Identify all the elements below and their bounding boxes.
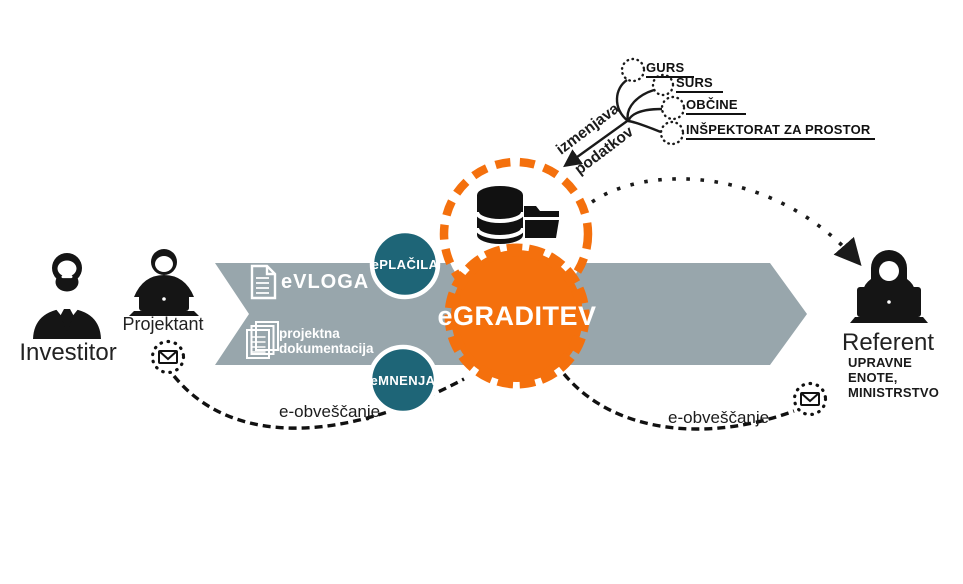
projektna-label-line2: dokumentacija (279, 341, 374, 356)
folder-icon (524, 206, 559, 238)
emnenja-circle (367, 344, 439, 416)
referent-sub-line2: MINISTRSTVO (848, 385, 940, 400)
referent-label: Referent (842, 329, 935, 356)
eplacila-circle (369, 228, 441, 300)
projektant-label: Projektant (122, 314, 204, 334)
projektant-laptop-icon (129, 249, 199, 316)
egraditev-label: eGRADITEV (437, 301, 597, 331)
evloga-label: eVLOGA (281, 271, 370, 293)
exchange-arrow (563, 118, 631, 168)
registry-node-icons (620, 57, 686, 146)
registry-label-surs: SURS (676, 75, 723, 93)
projektna-label-line1: projektna (279, 326, 340, 341)
documents-stack-icon (246, 321, 279, 359)
investitor-label: Investitor (19, 339, 117, 366)
notification-curve-right (562, 372, 795, 431)
eplacila-label: ePLAČILA (371, 257, 439, 272)
referent-sub-line1: UPRAVNE ENOTE, (848, 355, 913, 385)
document-icon (250, 264, 277, 300)
registry-node-surs (651, 73, 675, 97)
emnenja-label: eMNENJA (370, 373, 436, 388)
registry-label-inspektorat: INŠPEKTORAT ZA PROSTOR (686, 122, 875, 140)
envelope-icon-left (150, 339, 186, 375)
data-flow-arc-to-referent (590, 177, 862, 267)
notification-label-left: e-obveščanje (279, 402, 381, 421)
registry-label-obcine: OBČINE (686, 97, 746, 115)
registry-node-gurs (620, 57, 646, 83)
registry-label-gurs: GURS (646, 60, 695, 78)
registry-node-obcine (660, 95, 686, 121)
egraditev-hub-icon (444, 243, 590, 389)
envelope-icon-right (792, 381, 828, 417)
notification-label-right: e-obveščanje (668, 408, 770, 427)
referent-laptop-icon (850, 250, 928, 323)
investitor-person-icon (33, 253, 101, 339)
database-icon (475, 186, 525, 244)
registry-node-inspektorat (659, 120, 685, 146)
